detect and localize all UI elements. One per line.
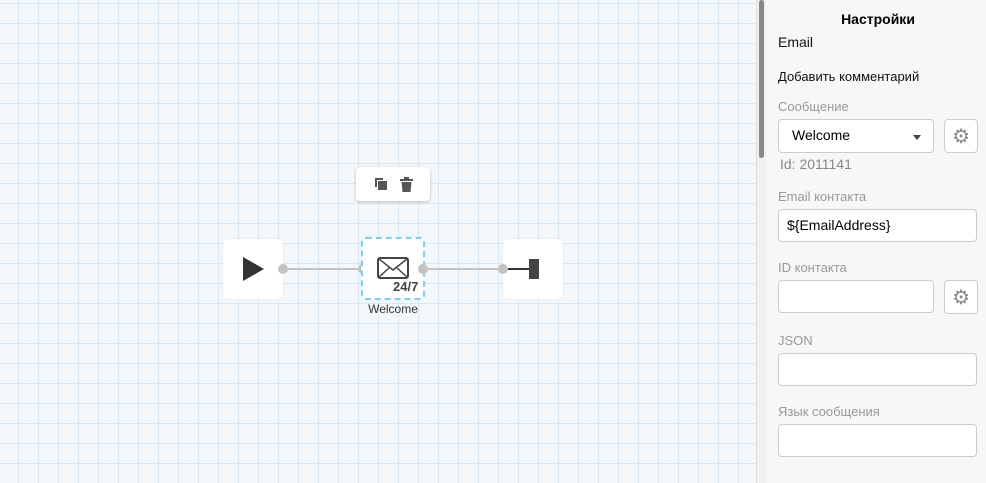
canvas-scrollbar[interactable] [756, 0, 766, 483]
connector-dot[interactable] [498, 264, 508, 274]
email-input[interactable]: ${EmailAddress} [778, 209, 977, 242]
add-comment-link[interactable]: Добавить комментарий [778, 69, 920, 84]
schedule-badge: 24/7 [393, 279, 419, 294]
json-input[interactable] [778, 353, 977, 386]
end-node[interactable] [503, 239, 563, 299]
workflow-canvas[interactable]: 24/7 Welcome [0, 0, 756, 483]
copy-icon[interactable] [374, 177, 388, 191]
language-input[interactable] [778, 424, 977, 457]
email-node-label: Welcome [368, 302, 418, 316]
node-type: Email [778, 34, 814, 50]
contact-id-label: ID контакта [778, 260, 847, 275]
contact-id-settings-button[interactable]: ⚙ [944, 280, 978, 314]
scrollbar-thumb[interactable] [759, 0, 764, 158]
chevron-down-icon [913, 135, 922, 144]
play-icon [243, 257, 264, 281]
email-node[interactable]: 24/7 [361, 237, 425, 300]
message-id: Id: 2011141 [780, 156, 852, 172]
json-label: JSON [778, 333, 813, 348]
connector-dot[interactable] [418, 264, 428, 274]
end-icon [529, 259, 539, 279]
message-value: Welcome [792, 127, 851, 143]
gear-icon: ⚙ [952, 125, 971, 148]
envelope-icon [377, 257, 409, 279]
message-settings-button[interactable]: ⚙ [944, 119, 978, 153]
email-label: Email контакта [778, 189, 867, 204]
language-label: Язык сообщения [778, 404, 880, 419]
trash-icon[interactable] [399, 176, 413, 192]
connection-line [288, 268, 358, 270]
message-label: Сообщение [778, 99, 849, 114]
settings-panel: Настройки Email Добавить комментарий Соо… [766, 0, 986, 483]
panel-title: Настройки [841, 11, 915, 27]
start-node[interactable] [223, 239, 283, 299]
connector-dot[interactable] [278, 264, 288, 274]
node-toolbar [356, 167, 430, 201]
message-select[interactable]: Welcome [778, 119, 935, 153]
contact-id-input[interactable] [778, 280, 935, 313]
gear-icon: ⚙ [952, 286, 971, 309]
connection-line [428, 268, 500, 270]
